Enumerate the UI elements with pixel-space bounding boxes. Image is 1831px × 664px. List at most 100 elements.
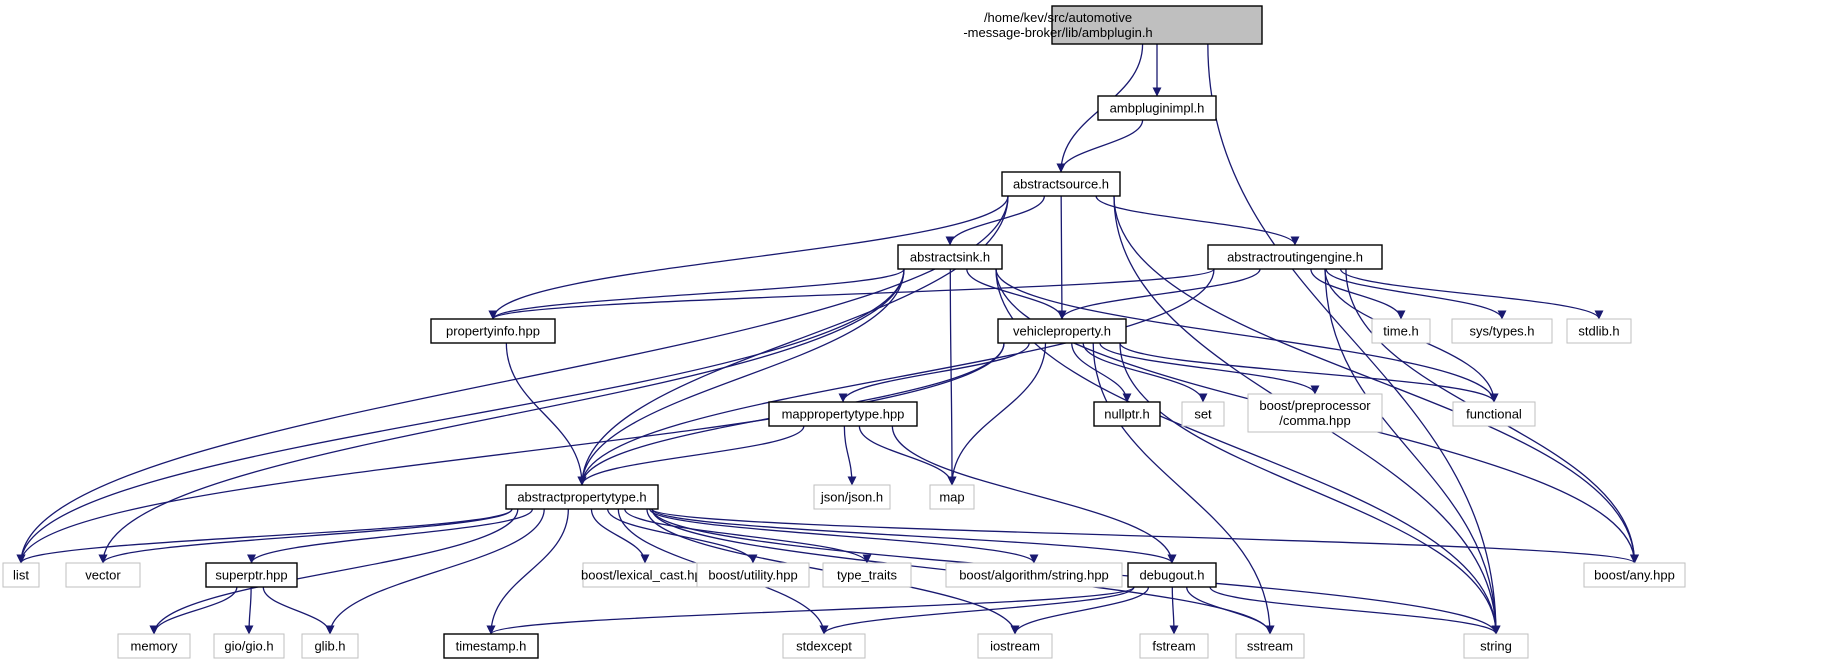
- node-vector: vector: [65, 562, 141, 588]
- node-debugout[interactable]: debugout.h: [1127, 562, 1217, 588]
- edge-abstractsource-to-boost_any: [1113, 195, 1639, 564]
- edge-abstractroutingengine-to-propertyinfo: [488, 268, 1215, 320]
- edges-layer: [16, 43, 1639, 635]
- node-label: time.h: [1383, 324, 1418, 339]
- node-json: json/json.h: [813, 484, 891, 510]
- edge-abstractroutingengine-to-sys_types: [1325, 268, 1507, 320]
- node-label: memory: [131, 639, 178, 654]
- node-box: [1583, 562, 1686, 588]
- node-vehicleproperty[interactable]: vehicleproperty.h: [997, 318, 1127, 344]
- node-box: [1093, 401, 1161, 427]
- edge-abstractpropertytype-to-utility: [607, 508, 758, 564]
- node-label: propertyinfo.hpp: [446, 324, 540, 339]
- node-label: boost/preprocessor: [1259, 398, 1371, 413]
- node-lexical-cast: boost/lexical_cast.hpp: [581, 562, 709, 588]
- node-timestamp[interactable]: timestamp.h: [443, 633, 539, 659]
- edge-debugout-to-stdexcept: [819, 586, 1135, 635]
- node-ambplugin[interactable]: /home/kev/src/automotive-message-broker/…: [963, 5, 1263, 45]
- edge-superptr-to-gio: [244, 586, 254, 635]
- node-nullptr[interactable]: nullptr.h: [1093, 401, 1161, 427]
- node-box: [1139, 633, 1209, 659]
- node-box: [1001, 171, 1121, 197]
- nodes-layer: /home/kev/src/automotive-message-broker/…: [2, 5, 1686, 659]
- edge-abstractsource-to-abstractpropertytype: [577, 195, 1009, 486]
- node-stdexcept: stdexcept: [782, 633, 866, 659]
- edge-superptr-to-memory: [149, 586, 238, 635]
- edge-abstractpropertytype-to-timestamp: [486, 508, 569, 635]
- node-box: [696, 562, 810, 588]
- edge-propertyinfo-to-abstractpropertytype: [505, 342, 587, 486]
- node-label: stdexcept: [796, 639, 852, 654]
- edge-abstractroutingengine-to-abstractpropertytype: [577, 268, 1215, 486]
- node-box: [65, 562, 141, 588]
- node-label: abstractpropertytype.h: [517, 490, 646, 505]
- node-label: ambpluginimpl.h: [1110, 101, 1205, 116]
- node-box: [1097, 95, 1217, 121]
- node-type-traits: type_traits: [822, 562, 912, 588]
- edge-vehicleproperty-to-boost_comma: [1099, 342, 1320, 395]
- node-box: [1451, 318, 1553, 344]
- node-algo-string: boost/algorithm/string.hpp: [945, 562, 1123, 588]
- edge-abstractsource-to-abstractroutingengine: [1095, 195, 1300, 246]
- node-superptr[interactable]: superptr.hpp: [205, 562, 298, 588]
- node-label: boost/lexical_cast.hpp: [581, 568, 709, 583]
- node-label: /home/kev/src/automotive: [984, 10, 1132, 25]
- node-box: [1247, 393, 1383, 433]
- node-time-h: time.h: [1371, 318, 1431, 344]
- node-box: [1463, 633, 1529, 659]
- node-box: [768, 401, 918, 427]
- node-box: [301, 633, 359, 659]
- node-functional: functional: [1452, 401, 1536, 427]
- node-abstractroutingengine[interactable]: abstractroutingengine.h: [1207, 244, 1383, 270]
- node-box: [997, 318, 1127, 344]
- edge-vehicleproperty-to-set: [1082, 342, 1208, 403]
- edge-abstractroutingengine-to-string: [1324, 268, 1501, 635]
- node-ambpluginimpl[interactable]: ambpluginimpl.h: [1097, 95, 1217, 121]
- node-fstream: fstream: [1139, 633, 1209, 659]
- node-mappropertytype[interactable]: mappropertytype.hpp: [768, 401, 918, 427]
- node-utility: boost/utility.hpp: [696, 562, 810, 588]
- node-box: [897, 244, 1003, 270]
- node-label: boost/any.hpp: [1594, 568, 1675, 583]
- edge-abstractpropertytype-to-type_traits: [624, 508, 872, 564]
- edge-abstractpropertytype-to-glib: [325, 508, 545, 635]
- node-label: abstractsink.h: [910, 250, 990, 265]
- node-label: stdlib.h: [1578, 324, 1619, 339]
- node-label: superptr.hpp: [215, 568, 287, 583]
- node-label: functional: [1466, 407, 1522, 422]
- node-propertyinfo[interactable]: propertyinfo.hpp: [430, 318, 556, 344]
- edge-abstractpropertytype-to-lexical_cast: [590, 508, 650, 564]
- node-box: [582, 562, 708, 588]
- edge-abstractroutingengine-to-stdlib: [1339, 268, 1604, 320]
- edge-vehicleproperty-to-map: [947, 342, 1047, 486]
- edge-vehicleproperty-to-sstream: [1092, 342, 1275, 635]
- node-box: [945, 562, 1123, 588]
- node-box: [2, 562, 40, 588]
- node-map: map: [929, 484, 975, 510]
- edge-abstractsink-to-vehicleproperty: [966, 268, 1067, 320]
- edge-debugout-to-sstream: [1186, 586, 1275, 635]
- node-box: [430, 318, 556, 344]
- node-sys-types: sys/types.h: [1451, 318, 1553, 344]
- edge-mappropertytype-to-json: [843, 425, 857, 486]
- node-label: /comma.hpp: [1279, 413, 1351, 428]
- node-box: [443, 633, 539, 659]
- node-label: boost/algorithm/string.hpp: [959, 568, 1109, 583]
- edge-debugout-to-string: [1209, 586, 1501, 635]
- node-box: [822, 562, 912, 588]
- node-label: sstream: [1247, 639, 1293, 654]
- node-label: timestamp.h: [456, 639, 527, 654]
- node-label: mappropertytype.hpp: [782, 407, 905, 422]
- node-abstractsource[interactable]: abstractsource.h: [1001, 171, 1121, 197]
- node-label: nullptr.h: [1104, 407, 1150, 422]
- edge-mappropertytype-to-abstractpropertytype: [577, 425, 805, 486]
- node-box: [782, 633, 866, 659]
- node-abstractsink[interactable]: abstractsink.h: [897, 244, 1003, 270]
- node-abstractpropertytype[interactable]: abstractpropertytype.h: [505, 484, 659, 510]
- node-label: -message-broker/lib/ambplugin.h: [963, 25, 1152, 40]
- edge-abstractsink-to-vector: [98, 268, 905, 564]
- node-box: [1235, 633, 1305, 659]
- node-box: [1127, 562, 1217, 588]
- edge-vehicleproperty-to-mappropertytype: [838, 342, 1030, 403]
- node-box: [1452, 401, 1536, 427]
